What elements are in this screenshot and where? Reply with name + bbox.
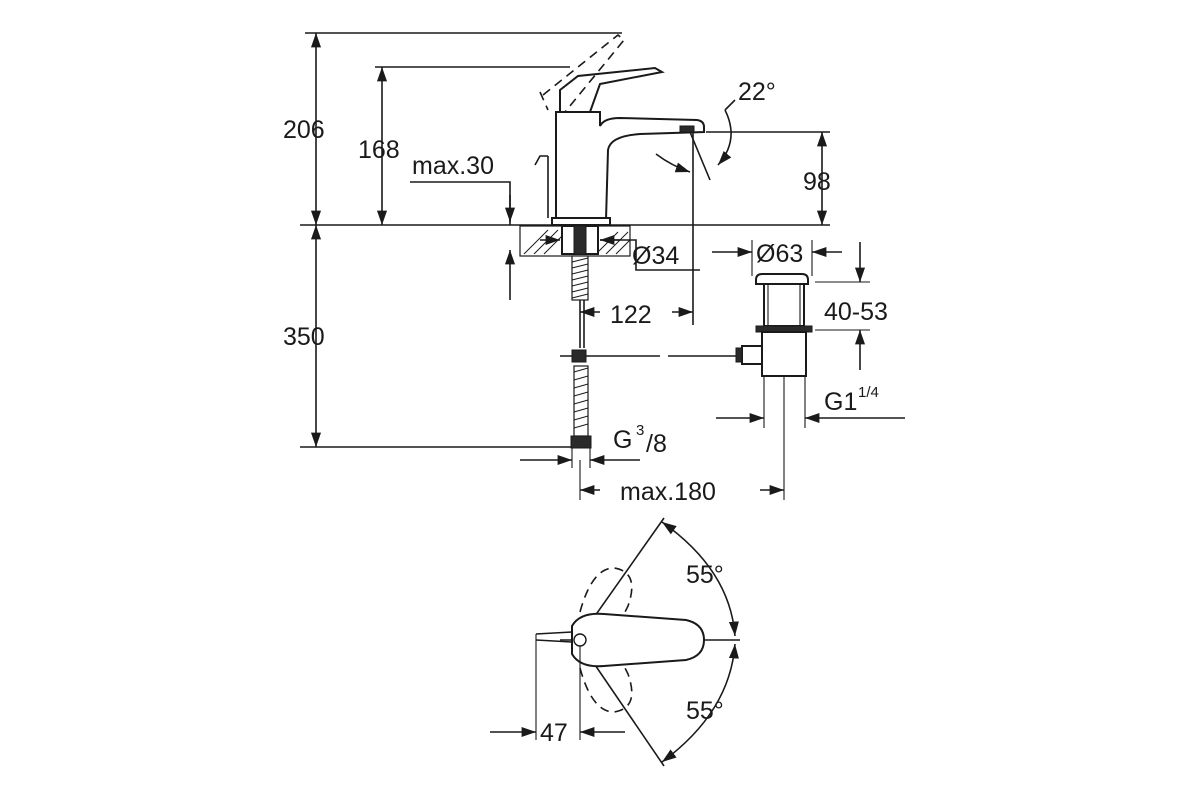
lever-alt-position	[542, 33, 626, 113]
dimension-47-label: 47	[540, 719, 568, 747]
lever-handle	[559, 66, 665, 113]
angle-22-arc-right	[717, 109, 732, 166]
leader-d34	[600, 239, 700, 271]
lever-alt-upper	[579, 567, 633, 651]
drain-body-lower	[761, 331, 807, 377]
hose-connector-g38	[570, 435, 592, 449]
linkage-clamp	[571, 349, 587, 363]
dimension-d34-label: Ø34	[632, 242, 679, 270]
dimension-55-bottom-label: 55°	[686, 697, 724, 725]
dimension-206-label: 206	[283, 116, 325, 144]
faucet-base-plate	[551, 217, 611, 226]
dimension-55-top-label: 55°	[686, 561, 724, 589]
leader-max30	[410, 181, 511, 225]
dimension-168-label: 168	[358, 136, 400, 164]
dimension-d63-label: Ø63	[756, 240, 803, 268]
lever-alt-lower	[579, 629, 633, 713]
popup-rod	[534, 155, 549, 218]
drain-body-upper	[763, 283, 805, 327]
dimension-g38-base: G	[613, 426, 632, 454]
aerator	[679, 125, 695, 133]
lever-pivot	[573, 633, 587, 647]
dimension-g114-base: G1	[824, 388, 857, 416]
dimension-g114-fraction: 1/4	[858, 384, 879, 401]
dimension-max180-label: max.180	[620, 478, 716, 506]
dimension-40-53-label: 40-53	[824, 298, 888, 326]
angle-22-arc-left	[655, 153, 691, 173]
dimension-122-label: 122	[610, 301, 652, 329]
dimension-max30-label: max.30	[412, 152, 494, 180]
dimension-g38-denominator: /8	[646, 430, 667, 458]
drain-cap	[755, 273, 809, 285]
rotation-arc-upper	[661, 521, 739, 637]
dimension-22deg-label: 22°	[738, 78, 776, 106]
dimension-98-label: 98	[803, 168, 831, 196]
lever-top-view	[571, 612, 706, 668]
drain-assembly: Ø63 40-53 G1 1/4 max.180	[579, 240, 905, 506]
rotation-arc-lower	[661, 643, 739, 763]
faucet-body	[555, 111, 705, 221]
dimension-350-label: 350	[283, 323, 325, 351]
drain-linkage-socket	[741, 345, 763, 365]
dimension-g38-numerator: 3	[636, 422, 644, 439]
side-view: 206 168 max.30 350	[283, 32, 831, 468]
spout-angle-line	[689, 131, 711, 181]
countertop-section	[519, 225, 631, 257]
top-view: 55° 55° 47	[490, 517, 740, 767]
popup-knob-line	[535, 631, 573, 635]
